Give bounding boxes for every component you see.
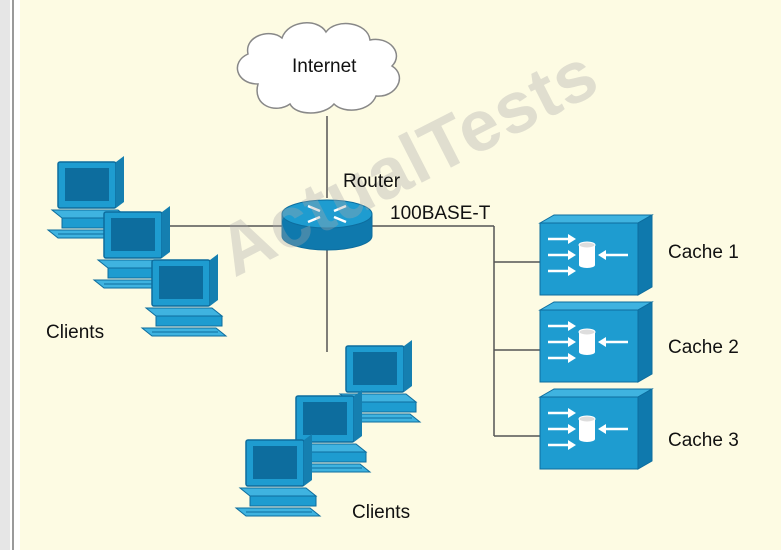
- client-pc-icon: [235, 433, 321, 517]
- internet-label: Internet: [292, 56, 357, 77]
- cache1-label: Cache 1: [668, 242, 739, 263]
- client-pc-icon: [141, 253, 227, 337]
- internet-cloud-icon: [236, 22, 401, 114]
- cache-engine-icon: [538, 300, 654, 384]
- cache-engine-icon: [538, 213, 654, 297]
- left-frame-bar: [0, 0, 10, 550]
- clients-bottom-label: Clients: [352, 502, 411, 523]
- cache3-label: Cache 3: [668, 430, 739, 451]
- left-frame-line: [12, 0, 14, 550]
- cache2-label: Cache 2: [668, 337, 739, 358]
- clients-left-label: Clients: [46, 322, 105, 343]
- router-label: Router: [343, 171, 401, 192]
- link-type-label: 100BASE-T: [390, 203, 491, 224]
- router-icon: [281, 199, 373, 251]
- cache-engine-icon: [538, 387, 654, 471]
- links: [120, 116, 540, 437]
